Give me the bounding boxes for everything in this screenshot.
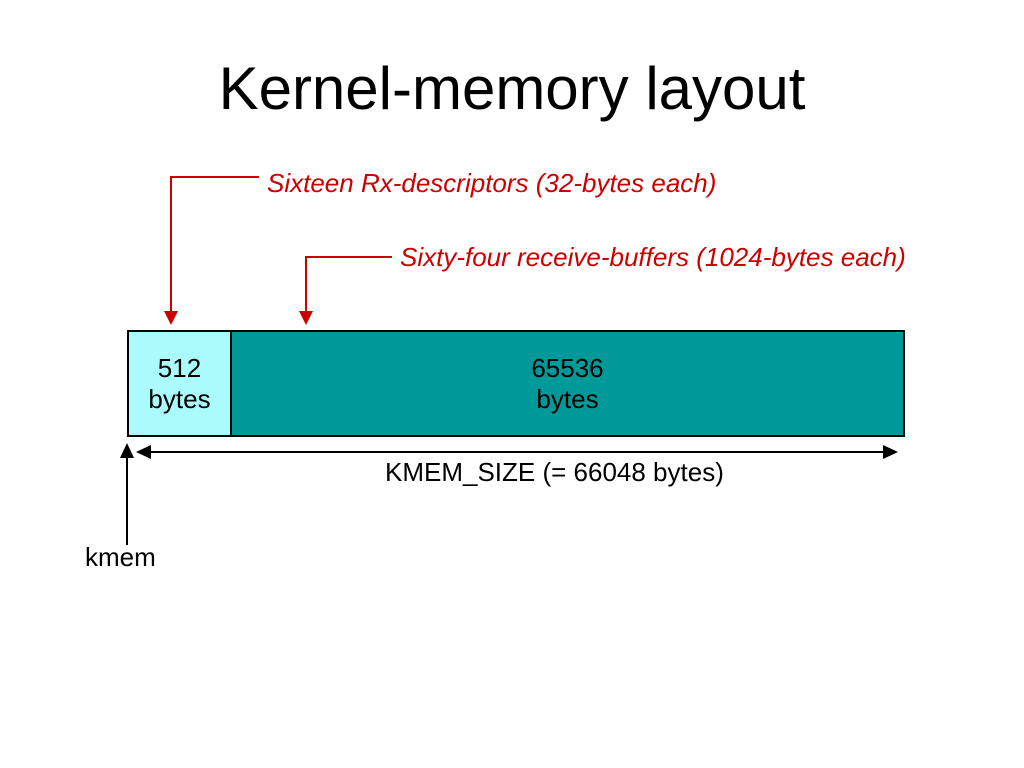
kmem-size-extent-arrow — [136, 445, 898, 459]
memory-segment-receive-buffers: 65536 bytes — [232, 332, 903, 435]
callout-rx-descriptors: Sixteen Rx-descriptors (32-bytes each) — [267, 168, 717, 198]
receive-buffers-arrow — [299, 256, 392, 325]
callout-receive-buffers: Sixty-four receive-buffers (1024-bytes e… — [400, 242, 906, 272]
segment-size-label: 512 — [157, 352, 202, 383]
segment-unit-label: bytes — [148, 383, 211, 414]
segment-size-label: 65536 — [531, 352, 604, 383]
kmem-pointer-arrow — [120, 443, 134, 545]
memory-bar: 512 bytes 65536 bytes — [127, 330, 905, 437]
memory-segment-rx-descriptors: 512 bytes — [129, 332, 232, 435]
page-title: Kernel-memory layout — [218, 55, 806, 122]
rx-descriptors-arrow — [164, 176, 259, 325]
kmem-pointer-label: kmem — [85, 542, 156, 572]
kmem-size-label: KMEM_SIZE (= 66048 bytes) — [385, 457, 724, 487]
segment-unit-label: bytes — [536, 383, 599, 414]
